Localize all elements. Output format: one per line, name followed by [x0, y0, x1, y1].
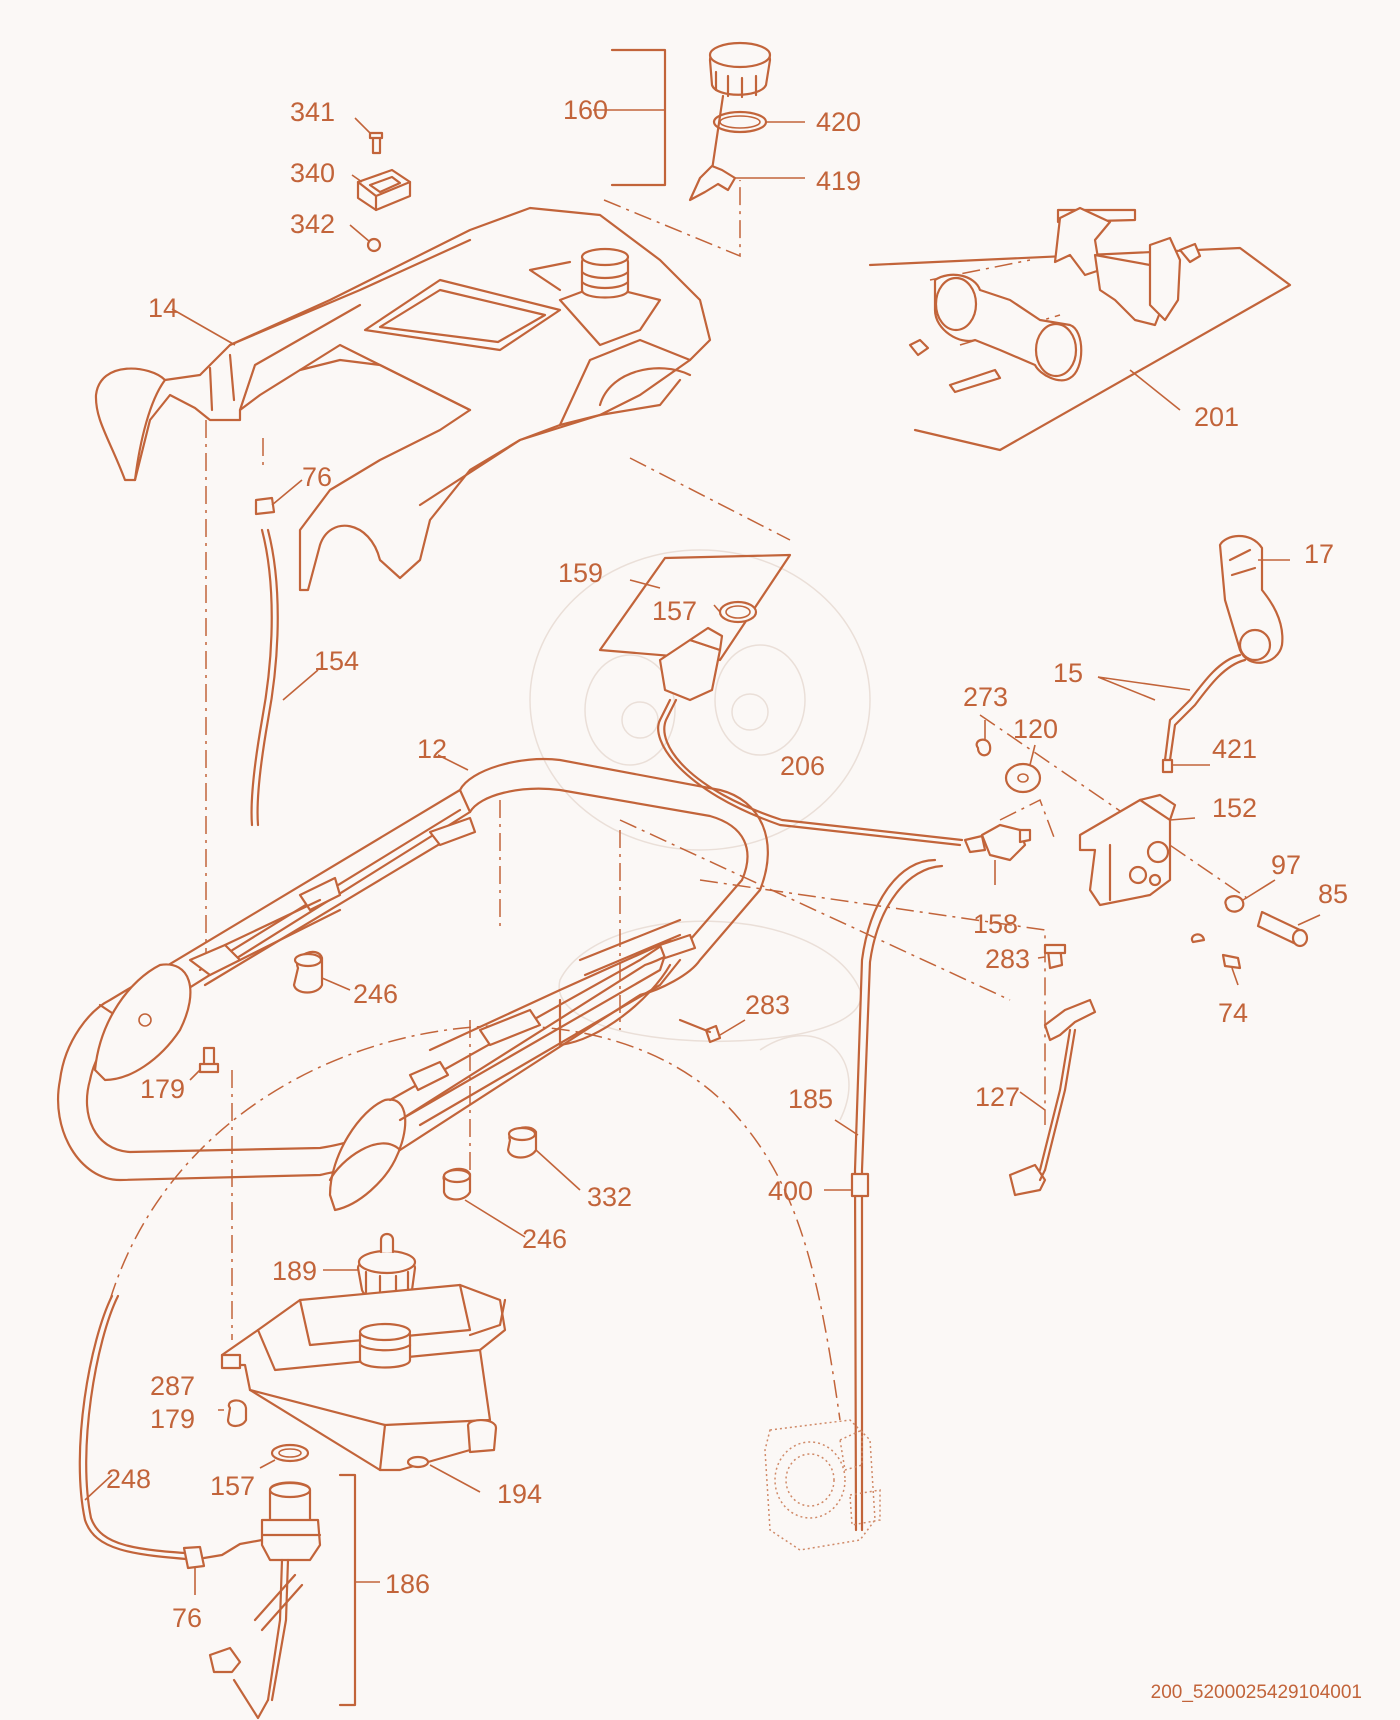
callout-189: 189 [272, 1256, 317, 1286]
callout-14: 14 [148, 293, 178, 323]
callout-283-right: 283 [985, 944, 1030, 974]
callout-419: 419 [816, 166, 861, 196]
callout-160: 160 [563, 95, 608, 125]
callout-342: 342 [290, 209, 335, 239]
callout-273: 273 [963, 682, 1008, 712]
callout-246-upper: 246 [353, 979, 398, 1009]
fuel-valve-159 [598, 553, 964, 847]
hose-154 [250, 479, 319, 827]
callout-157-top: 157 [652, 596, 697, 626]
callout-179-tank: 179 [150, 1404, 195, 1434]
fuel-hose-185 [824, 858, 944, 1532]
engine-cover-14 [94, 206, 712, 592]
switch-assembly [349, 117, 412, 253]
callout-labels: 341 340 342 160 420 419 14 201 76 17 159… [106, 95, 1348, 1633]
callout-152: 152 [1212, 793, 1257, 823]
callout-17: 17 [1304, 539, 1334, 569]
callout-158: 158 [973, 909, 1018, 939]
callout-76-top: 76 [302, 462, 332, 492]
choke-handle-17 [1097, 534, 1290, 774]
carburetor-outline [764, 1419, 881, 1551]
watermark-mascot [529, 549, 871, 1121]
callout-127: 127 [975, 1082, 1020, 1112]
callout-15: 15 [1053, 658, 1083, 688]
callout-76-bottom: 76 [172, 1603, 202, 1633]
frame-hardware [189, 950, 746, 1238]
callout-332: 332 [587, 1182, 632, 1212]
callout-420: 420 [816, 107, 861, 137]
drawing-reference-code: 200_5200025429104001 [1151, 1682, 1362, 1703]
callout-283-frame: 283 [745, 990, 790, 1020]
callout-12: 12 [417, 734, 447, 764]
callout-206: 206 [780, 751, 825, 781]
callout-120: 120 [1013, 714, 1058, 744]
fuel-tank-194 [218, 1232, 507, 1493]
frame-12 [57, 754, 769, 1212]
callout-421: 421 [1212, 734, 1257, 764]
callout-340: 340 [290, 158, 335, 188]
throttle-control-152 [963, 720, 1321, 986]
callout-179-frame: 179 [140, 1074, 185, 1104]
callout-186: 186 [385, 1569, 430, 1599]
callout-194: 194 [497, 1479, 542, 1509]
callout-246-lower: 246 [522, 1224, 567, 1254]
callout-341: 341 [290, 97, 335, 127]
callout-85: 85 [1318, 879, 1348, 909]
callout-159: 159 [558, 558, 603, 588]
callout-201: 201 [1194, 402, 1239, 432]
callout-287: 287 [150, 1371, 195, 1401]
tank-valve-186 [78, 1294, 380, 1720]
fuel-cap-assembly [593, 41, 805, 202]
callout-157-tank: 157 [210, 1471, 255, 1501]
handle-mount-201 [868, 206, 1292, 452]
callout-74: 74 [1218, 998, 1248, 1028]
callout-154: 154 [314, 646, 359, 676]
throttle-cable-127 [1008, 943, 1097, 1197]
callout-185: 185 [788, 1084, 833, 1114]
callout-400: 400 [768, 1176, 813, 1206]
callout-248: 248 [106, 1464, 151, 1494]
callout-97: 97 [1271, 850, 1301, 880]
